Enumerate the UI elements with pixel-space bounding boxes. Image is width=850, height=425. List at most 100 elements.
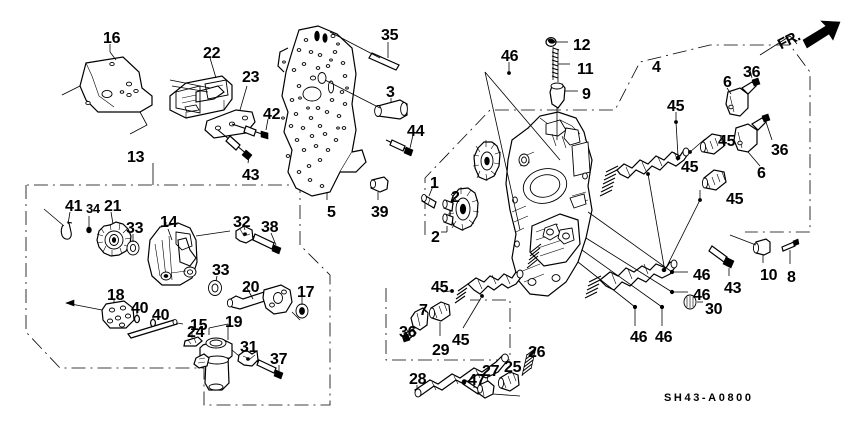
part-32-lever — [195, 223, 254, 244]
part-18-plate — [65, 299, 135, 329]
callout-ref-9[interactable]: 9 — [582, 86, 591, 103]
callout-ref-15[interactable]: 15 — [190, 317, 208, 334]
callout-ref-46[interactable]: 46 — [693, 287, 711, 304]
callout-ref-2[interactable]: 2 — [431, 229, 440, 246]
callout-ref-43[interactable]: 43 — [242, 167, 260, 184]
callout-ref-26[interactable]: 26 — [528, 344, 546, 361]
callout-ref-47[interactable]: 47 — [468, 372, 486, 389]
leader-35 — [329, 31, 381, 59]
callout-ref-27[interactable]: 27 — [482, 363, 500, 380]
callout-ref-1[interactable]: 1 — [430, 175, 439, 192]
callout-ref-22[interactable]: 22 — [203, 45, 221, 62]
part-36-bolt-lower — [751, 113, 773, 141]
part-17-seal — [295, 297, 309, 319]
callout-ref-11[interactable]: 11 — [577, 61, 594, 78]
part-37-bolt — [255, 359, 284, 380]
callout-ref-44[interactable]: 44 — [407, 123, 425, 140]
callout-ref-6[interactable]: 6 — [723, 74, 732, 91]
part-47-pin — [461, 379, 481, 395]
callout-ref-12[interactable]: 12 — [573, 37, 591, 54]
part-16-cover-plate — [61, 51, 153, 135]
callout-ref-10[interactable]: 10 — [760, 267, 778, 284]
callout-ref-45[interactable]: 45 — [681, 159, 699, 176]
part-4-ring-upper — [699, 133, 725, 155]
part-33-washer-upper — [126, 234, 140, 256]
leader-7 — [423, 308, 427, 313]
callout-ref-46[interactable]: 46 — [501, 48, 519, 65]
callout-ref-43[interactable]: 43 — [724, 280, 742, 297]
leader-15 — [176, 322, 184, 325]
callout-ref-36[interactable]: 36 — [743, 64, 761, 81]
valve-spool-upper — [599, 112, 706, 197]
part-1-pin — [421, 185, 437, 209]
part-5-separator-plate — [277, 25, 367, 197]
callout-ref-32[interactable]: 32 — [233, 214, 251, 231]
callout-ref-7[interactable]: 7 — [419, 302, 428, 319]
callout-ref-40[interactable]: 40 — [152, 307, 170, 324]
callout-ref-30[interactable]: 30 — [705, 301, 723, 318]
callout-ref-45[interactable]: 45 — [718, 133, 736, 150]
callout-ref-16[interactable]: 16 — [103, 30, 121, 47]
part-8-pin — [781, 238, 800, 264]
callout-ref-37[interactable]: 37 — [270, 351, 288, 368]
callout-ref-31[interactable]: 31 — [240, 339, 258, 356]
callout-ref-36[interactable]: 36 — [771, 142, 789, 159]
callout-ref-33[interactable]: 33 — [126, 220, 144, 237]
callout-ref-4[interactable]: 4 — [652, 59, 661, 76]
part-30-seal — [683, 294, 703, 310]
part-43-bolt-right — [708, 245, 735, 276]
callout-ref-21[interactable]: 21 — [104, 198, 122, 215]
leader-36-lower — [765, 121, 773, 141]
part-36-bolt-bottom — [401, 327, 417, 343]
callout-ref-25[interactable]: 25 — [504, 359, 522, 376]
part-7-retainer — [410, 307, 429, 331]
valve-spool-bottom-mid — [439, 243, 542, 329]
callout-ref-46[interactable]: 46 — [655, 329, 673, 346]
callout-ref-5[interactable]: 5 — [327, 204, 336, 221]
leader-45-a — [675, 121, 679, 157]
part-14-housing — [147, 222, 198, 286]
leader-41-diag — [43, 208, 65, 227]
callout-ref-29[interactable]: 29 — [432, 342, 450, 359]
callout-ref-35[interactable]: 35 — [381, 27, 399, 44]
callout-ref-45[interactable]: 45 — [667, 98, 685, 115]
callout-ref-14[interactable]: 14 — [160, 214, 178, 231]
callout-ref-40[interactable]: 40 — [131, 300, 149, 317]
callout-ref-8[interactable]: 8 — [787, 269, 796, 286]
callout-ref-39[interactable]: 39 — [371, 204, 389, 221]
part-36-bolt-upper — [741, 69, 761, 95]
callout-ref-33[interactable]: 33 — [212, 262, 230, 279]
callout-ref-20[interactable]: 20 — [242, 279, 260, 296]
callout-ref-36[interactable]: 36 — [399, 324, 417, 341]
callout-ref-34[interactable]: 34 — [86, 201, 100, 216]
leader-41 — [67, 211, 71, 225]
leader-45-d — [442, 290, 451, 293]
callout-ref-45[interactable]: 45 — [431, 279, 449, 296]
leader-3 — [324, 79, 381, 109]
callout-ref-41[interactable]: 41 — [65, 198, 83, 215]
callout-ref-6[interactable]: 6 — [757, 165, 766, 182]
callout-ref-2[interactable]: 2 — [451, 189, 460, 206]
part-35-roll-pin — [329, 31, 400, 71]
callout-ref-42[interactable]: 42 — [263, 106, 281, 123]
callout-ref-19[interactable]: 19 — [225, 314, 243, 331]
part-43-bolt-left — [217, 129, 253, 161]
callout-ref-13[interactable]: 13 — [127, 149, 145, 166]
callout-ref-3[interactable]: 3 — [386, 84, 395, 101]
part-31-bracket — [231, 348, 259, 367]
leader-43-left — [247, 156, 250, 164]
part-15-rod — [127, 319, 184, 339]
callout-ref-24[interactable]: 24 — [187, 324, 205, 341]
callout-ref-23[interactable]: 23 — [242, 69, 260, 86]
callout-ref-38[interactable]: 38 — [261, 219, 279, 236]
part-19-solenoid — [193, 323, 233, 391]
callout-ref-46[interactable]: 46 — [693, 267, 711, 284]
callout-ref-45[interactable]: 45 — [452, 332, 470, 349]
callout-ref-17[interactable]: 17 — [297, 284, 315, 301]
callout-ref-45[interactable]: 45 — [726, 191, 744, 208]
callout-ref-46[interactable]: 46 — [630, 329, 648, 346]
callout-ref-28[interactable]: 28 — [409, 371, 427, 388]
callout-ref-18[interactable]: 18 — [107, 287, 125, 304]
part-38-bolt — [251, 232, 282, 255]
assembly-line-20-17 — [291, 311, 301, 321]
